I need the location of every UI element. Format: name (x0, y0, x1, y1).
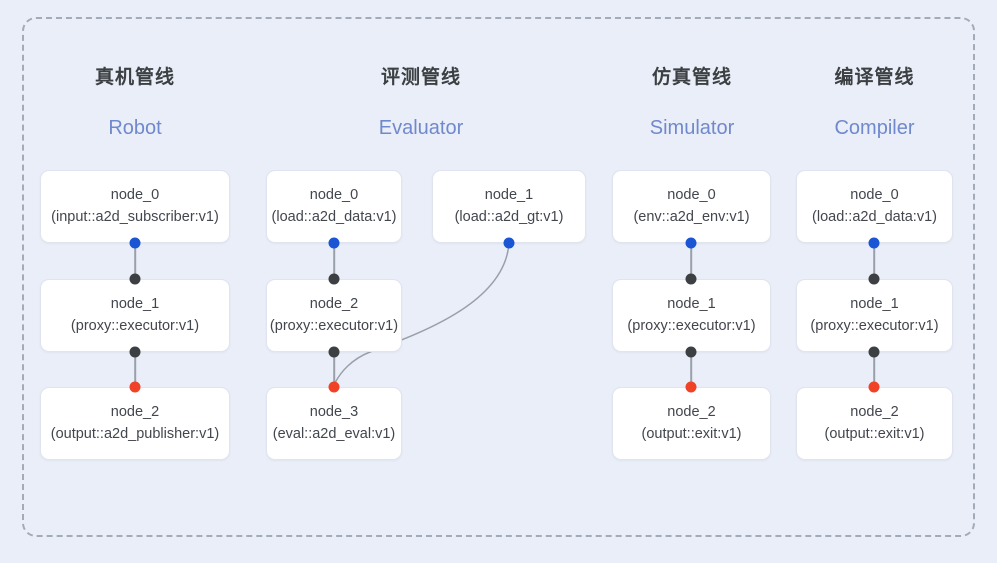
node-box-compiler-node-1[interactable]: node_1 (proxy::executor:v1) (796, 279, 953, 352)
column-header-robot: 真机管线 Robot (40, 62, 230, 140)
node-box-evaluator-node-3[interactable]: node_3 (eval::a2d_eval:v1) (266, 387, 402, 460)
node-label-name: node_0 (667, 187, 716, 204)
node-label-name: node_2 (850, 404, 899, 421)
node-label-name: node_3 (309, 404, 359, 421)
node-label-type: (proxy::executor:v1) (269, 317, 399, 334)
node-label-name: node_0 (110, 187, 160, 204)
node-label-type: (proxy::executor:v1) (70, 317, 200, 334)
node-box-simulator-node-0[interactable]: node_0 (env::a2d_env:v1) (612, 170, 771, 243)
edge-simulator-1-to-2 (690, 352, 692, 387)
edge-robot-1-to-2 (134, 352, 136, 387)
node-label-type: (eval::a2d_eval:v1) (272, 425, 396, 442)
port-terminal-simulator-node-2[interactable] (685, 381, 697, 393)
column-title-en-simulator: Simulator (649, 117, 735, 139)
node-label-type: (output::exit:v1) (641, 425, 742, 442)
column-header-evaluator: 评测管线 Evaluator (266, 62, 576, 140)
port-output-compiler-node-1[interactable] (868, 346, 880, 358)
node-label-name: node_0 (850, 187, 899, 204)
port-terminal-robot-node-2[interactable] (129, 381, 141, 393)
column-header-simulator: 仿真管线 Simulator (612, 62, 772, 140)
node-box-compiler-node-2[interactable]: node_2 (output::exit:v1) (796, 387, 953, 460)
edge-robot-0-to-1 (134, 243, 136, 279)
node-label-name: node_1 (484, 187, 534, 204)
node-box-robot-node-2[interactable]: node_2 (output::a2d_publisher:v1) (40, 387, 230, 460)
edge-compiler-1-to-2 (873, 352, 875, 387)
node-label-name: node_2 (309, 296, 359, 313)
node-box-evaluator-node-0[interactable]: node_0 (load::a2d_data:v1) (266, 170, 402, 243)
node-label-type: (load::a2d_data:v1) (812, 208, 937, 225)
node-label-name: node_1 (110, 296, 160, 313)
node-label-type: (output::exit:v1) (824, 425, 925, 442)
dashed-container-frame (22, 17, 975, 537)
node-label-type: (proxy::executor:v1) (627, 317, 756, 334)
port-input-robot-node-1[interactable] (129, 273, 141, 285)
column-title-en-robot: Robot (108, 117, 162, 139)
node-label-type: (load::a2d_gt:v1) (454, 208, 564, 225)
node-label-name: node_2 (110, 404, 160, 421)
node-label-name: node_1 (667, 296, 716, 313)
node-box-compiler-node-0[interactable]: node_0 (load::a2d_data:v1) (796, 170, 953, 243)
node-label-type: (env::a2d_env:v1) (633, 208, 750, 225)
port-input-compiler-node-1[interactable] (868, 273, 880, 285)
port-output-robot-node-0[interactable] (129, 237, 141, 249)
port-output-robot-node-1[interactable] (129, 346, 141, 358)
column-title-cn-robot: 真机管线 (94, 67, 175, 88)
port-terminal-compiler-node-2[interactable] (868, 381, 880, 393)
edge-simulator-0-to-1 (690, 243, 692, 279)
node-box-evaluator-node-1[interactable]: node_1 (load::a2d_gt:v1) (432, 170, 586, 243)
edge-compiler-0-to-1 (873, 243, 875, 279)
column-title-cn-compiler: 编译管线 (834, 67, 915, 88)
port-terminal-evaluator-node-3[interactable] (328, 381, 340, 393)
column-title-en-compiler: Compiler (834, 117, 915, 139)
port-output-evaluator-node-1[interactable] (503, 237, 515, 249)
port-output-simulator-node-0[interactable] (685, 237, 697, 249)
node-box-robot-node-1[interactable]: node_1 (proxy::executor:v1) (40, 279, 230, 352)
column-title-cn-simulator: 仿真管线 (651, 67, 732, 88)
node-label-type: (output::a2d_publisher:v1) (50, 425, 220, 442)
port-input-evaluator-node-2[interactable] (328, 273, 340, 285)
node-label-name: node_2 (667, 404, 716, 421)
column-title-cn-evaluator: 评测管线 (380, 67, 461, 88)
node-label-type: (proxy::executor:v1) (810, 317, 939, 334)
port-output-compiler-node-0[interactable] (868, 237, 880, 249)
node-box-simulator-node-1[interactable]: node_1 (proxy::executor:v1) (612, 279, 771, 352)
column-title-en-evaluator: Evaluator (378, 117, 464, 139)
node-label-name: node_1 (850, 296, 899, 313)
port-output-simulator-node-1[interactable] (685, 346, 697, 358)
port-input-simulator-node-1[interactable] (685, 273, 697, 285)
node-box-simulator-node-2[interactable]: node_2 (output::exit:v1) (612, 387, 771, 460)
node-box-robot-node-0[interactable]: node_0 (input::a2d_subscriber:v1) (40, 170, 230, 243)
node-box-evaluator-node-2[interactable]: node_2 (proxy::executor:v1) (266, 279, 402, 352)
node-label-name: node_0 (309, 187, 359, 204)
port-output-evaluator-node-2[interactable] (328, 346, 340, 358)
node-label-type: (input::a2d_subscriber:v1) (51, 208, 219, 225)
port-output-evaluator-node-0[interactable] (328, 237, 340, 249)
node-label-type: (load::a2d_data:v1) (271, 208, 397, 225)
column-header-compiler: 编译管线 Compiler (796, 62, 953, 140)
